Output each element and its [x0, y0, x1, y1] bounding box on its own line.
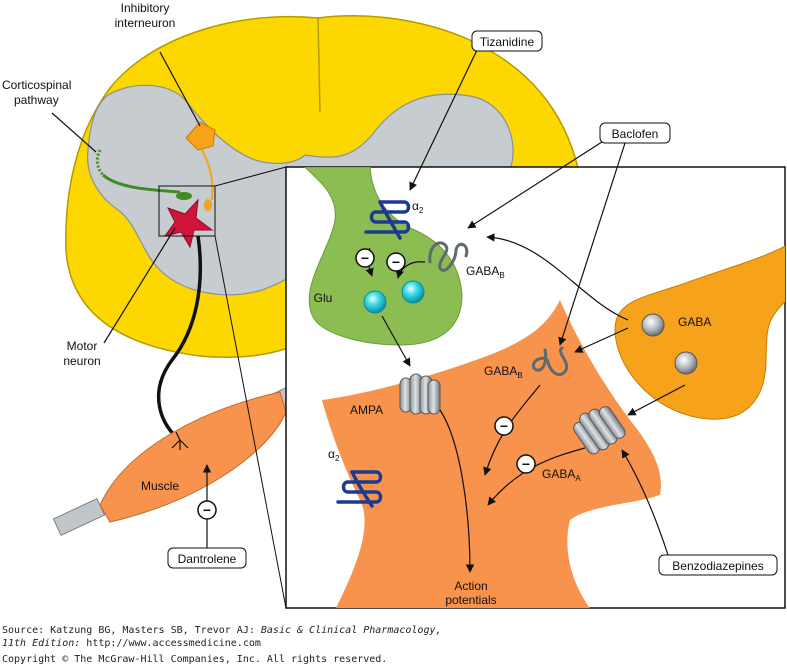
- inhibitory-interneuron-body: [185, 121, 216, 151]
- gaba-terminal: [614, 245, 785, 420]
- benzodiazepines-box: Benzodiazepines: [658, 554, 778, 576]
- gaba-vesicle: [641, 313, 665, 337]
- zoom-line-bottom: [214, 235, 287, 609]
- glu-label: Glu: [314, 291, 333, 305]
- tizanidine-label: Tizanidine: [480, 35, 535, 49]
- glutamate-vesicle: [401, 280, 425, 304]
- glutamate-vesicle: [363, 290, 387, 314]
- corticospinal-terminal: [176, 192, 192, 200]
- alpha2-post-label: α2: [328, 447, 340, 463]
- alpha2-pre-label: α2: [412, 199, 424, 215]
- gaba-label: GABA: [678, 315, 711, 329]
- inhibitory-interneuron-label-2: interneuron: [115, 16, 176, 30]
- source-line-2: 11th Edition: http://www.accessmedicine.…: [2, 638, 261, 649]
- gaba-vesicle: [674, 351, 698, 375]
- arrow-baclofen-presynaptic: [467, 139, 606, 229]
- motor-neuron-body: [163, 198, 214, 249]
- dantrolene-label: Dantrolene: [178, 552, 237, 566]
- dorsal-median-sulcus: [317, 17, 321, 113]
- arrow-ampa-to-action: [439, 409, 475, 573]
- svg-text:−: −: [361, 250, 369, 266]
- gabab-post-label: GABAB: [484, 364, 523, 380]
- baclofen-label: Baclofen: [612, 127, 659, 141]
- ampa-receptor: [399, 373, 441, 415]
- inhibit-marker-gabab-post: −: [494, 416, 514, 436]
- source-line-1: Source: Katzung BG, Masters SB, Trevor A…: [2, 625, 442, 636]
- inhibitory-interneuron-label-1: Inhibitory: [121, 1, 170, 15]
- arrow-gaba-to-gabab: [574, 327, 629, 353]
- svg-text:−: −: [203, 502, 211, 518]
- neuromuscular-junction: [171, 431, 189, 450]
- arrow-gabab-inhibit: [395, 261, 426, 279]
- arrow-vesicle-to-ampa: [381, 315, 411, 367]
- gabaa-receptor: [573, 406, 626, 455]
- inhibit-marker-alpha2: −: [355, 248, 375, 268]
- copyright-line: Copyright © The McGraw-Hill Companies, I…: [2, 654, 387, 665]
- ampa-label: AMPA: [350, 403, 383, 417]
- motor-neuron-label-1: Motor: [67, 339, 98, 353]
- corticospinal-label-1: Corticospinal: [2, 78, 71, 92]
- gabab-pre-label: GABAB: [466, 264, 505, 280]
- inhibit-marker-dantrolene: −: [197, 500, 217, 520]
- muscle-body: [99, 391, 287, 523]
- action-potentials-label-2: potentials: [445, 593, 496, 607]
- svg-text:−: −: [522, 456, 530, 472]
- zoom-box: [158, 185, 216, 237]
- svg-text:−: −: [500, 418, 508, 434]
- leader-corticospinal: [51, 112, 97, 153]
- motor-axon: [157, 235, 203, 442]
- arrow-baclofen-postsynaptic: [558, 142, 626, 346]
- corticospinal-axon: [102, 173, 181, 194]
- gabaa-label: GABAA: [542, 467, 581, 483]
- gabab-receptor-postsynaptic: [531, 346, 569, 376]
- motor-neuron-label-2: neuron: [63, 354, 100, 368]
- alpha2-receptor-postsynaptic: [336, 470, 383, 508]
- arrow-benzodiazepines: [621, 449, 669, 556]
- action-potentials-label-1: Action: [454, 579, 487, 593]
- baclofen-box: Baclofen: [599, 122, 671, 144]
- svg-text:−: −: [392, 254, 400, 270]
- dantrolene-box: Dantrolene: [167, 547, 247, 569]
- inhibit-marker-gabab-pre: −: [386, 252, 406, 272]
- postsynaptic-neuron: [322, 300, 661, 608]
- inhibit-marker-gabaa: −: [516, 454, 536, 474]
- leader-inhibitory-interneuron: [159, 51, 201, 127]
- leader-motor-neuron: [103, 227, 176, 344]
- zoom-line-top: [214, 166, 287, 187]
- alpha2-receptor-presynaptic: [364, 200, 411, 240]
- interneuron-axon: [201, 149, 214, 201]
- corticospinal-label-2: pathway: [14, 93, 59, 107]
- corticospinal-fibers: [95, 149, 106, 178]
- muscle-label: Muscle: [141, 479, 179, 493]
- gabab-receptor-presynaptic: [428, 241, 469, 272]
- arrow-tizanidine: [409, 49, 478, 191]
- interneuron-terminal: [204, 199, 212, 211]
- benzodiazepines-label: Benzodiazepines: [672, 559, 763, 573]
- arrow-gaba-to-gabaa: [627, 384, 686, 416]
- tizanidine-box: Tizanidine: [471, 30, 543, 52]
- arrow-gaba-to-presynaptic: [486, 233, 629, 321]
- arrow-gabaa-to-action: [487, 447, 586, 506]
- tendon-lower: [52, 498, 106, 536]
